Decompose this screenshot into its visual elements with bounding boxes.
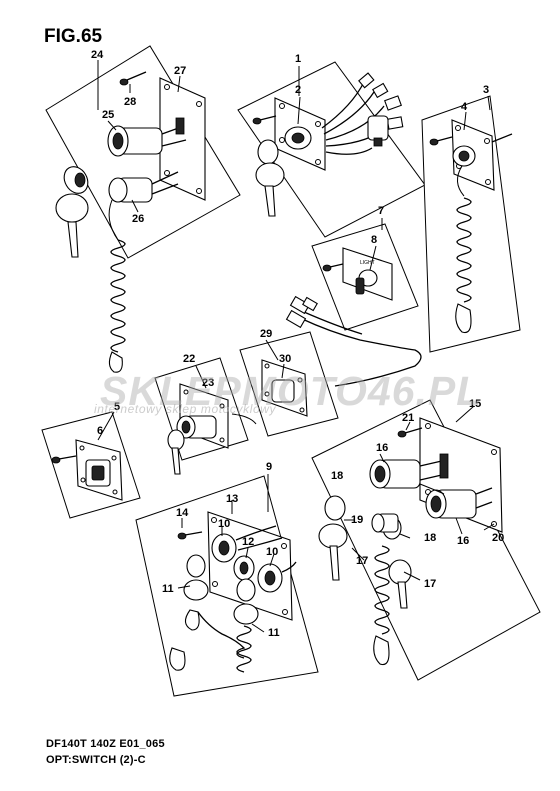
callout-9: 9: [266, 461, 272, 473]
stop-switch-19: [371, 513, 399, 533]
callout-22: 22: [183, 353, 195, 365]
model-code: DF140T 140Z E01_065: [46, 738, 165, 750]
callout-27: 27: [174, 65, 186, 77]
callout-11-left: 11: [162, 583, 174, 595]
callout-19: 19: [351, 514, 363, 526]
callout-12: 12: [242, 536, 254, 548]
callout-3: 3: [483, 84, 489, 96]
callout-2: 2: [295, 84, 301, 96]
callout-numbers: 24 27 28 25 26 1 2 3 4 7 8 29 30 22 23 5…: [91, 49, 504, 639]
switch-6: [85, 459, 111, 487]
light-switch-8: [355, 269, 378, 295]
callout-13: 13: [226, 493, 238, 505]
switch-12: [233, 555, 255, 581]
callout-7: 7: [378, 205, 384, 217]
ignition-switch-16a: [369, 453, 449, 489]
panel-group-7: LIGHT: [311, 218, 419, 331]
callout-18-right: 18: [424, 532, 436, 544]
key-2: [255, 139, 285, 217]
panel-outline-3: [421, 95, 521, 353]
callout-18-left: 18: [331, 470, 343, 482]
callout-10-left: 10: [218, 518, 230, 530]
wire-harness-29: [285, 295, 422, 387]
screw-1: [252, 115, 277, 125]
figure-title: FIG.65: [44, 26, 103, 47]
screw-14: [177, 531, 203, 540]
callout-23: 23: [202, 377, 214, 389]
ignition-switch-10a: [211, 525, 283, 563]
callout-15: 15: [469, 398, 481, 410]
stop-switch-4: [452, 133, 513, 167]
panel-group-3: [421, 95, 521, 353]
callout-11-right: 11: [268, 627, 280, 639]
callout-17-left: 17: [356, 555, 368, 567]
keys-11: [183, 554, 259, 631]
callout-5: 5: [114, 401, 120, 413]
harness-wires-1: [321, 72, 404, 155]
callout-14: 14: [176, 507, 189, 519]
panel-group-15: [311, 399, 541, 681]
panel-outline-15: [311, 399, 541, 681]
callout-4: 4: [461, 101, 468, 113]
panel-group-29: [239, 331, 339, 437]
switch-22: [176, 413, 257, 439]
callout-6: 6: [97, 425, 103, 437]
screw-7: [322, 263, 344, 272]
panel-group-1: [237, 61, 426, 238]
panel-group-22: [154, 357, 257, 475]
stop-switch-26: [108, 171, 179, 241]
callout-26: 26: [132, 213, 144, 225]
screw-28: [119, 71, 147, 86]
panel-group-9: [135, 474, 319, 697]
callout-24: 24: [91, 49, 104, 61]
callout-16-upper: 16: [376, 442, 388, 454]
lanyard-coil-11: [169, 611, 252, 673]
ignition-switch-2: [284, 126, 312, 150]
lanyard-coil-3: [455, 165, 472, 334]
callout-16-lower: 16: [457, 535, 469, 547]
callout-8: 8: [371, 234, 377, 246]
key-22: [167, 429, 185, 475]
screw-5: [51, 455, 77, 464]
callout-10-right: 10: [266, 546, 278, 558]
figure-description: OPT:SWITCH (2)-C: [46, 754, 146, 766]
callout-17-right: 17: [424, 578, 436, 590]
lanyard-coil-17: [373, 545, 390, 666]
key-25: [55, 166, 89, 258]
screw-21: [397, 427, 423, 438]
callout-29: 29: [260, 328, 272, 340]
callout-1: 1: [295, 53, 301, 65]
lanyard-coil-26: [108, 239, 126, 373]
svg-text:LIGHT: LIGHT: [360, 260, 375, 266]
ignition-switch-10b: [257, 561, 297, 593]
panel-group-24: [45, 45, 241, 373]
callout-21: 21: [402, 412, 414, 424]
key-18a: [318, 495, 348, 581]
ignition-switch-16b: [419, 483, 493, 519]
callout-28: 28: [124, 96, 136, 108]
screw-3: [429, 136, 453, 146]
callout-25: 25: [102, 109, 114, 121]
mounting-plate-27: [159, 77, 206, 201]
callout-30: 30: [279, 353, 291, 365]
panel-group-5: [41, 411, 141, 519]
ignition-switch-25: [107, 117, 187, 157]
callout-20: 20: [492, 532, 504, 544]
